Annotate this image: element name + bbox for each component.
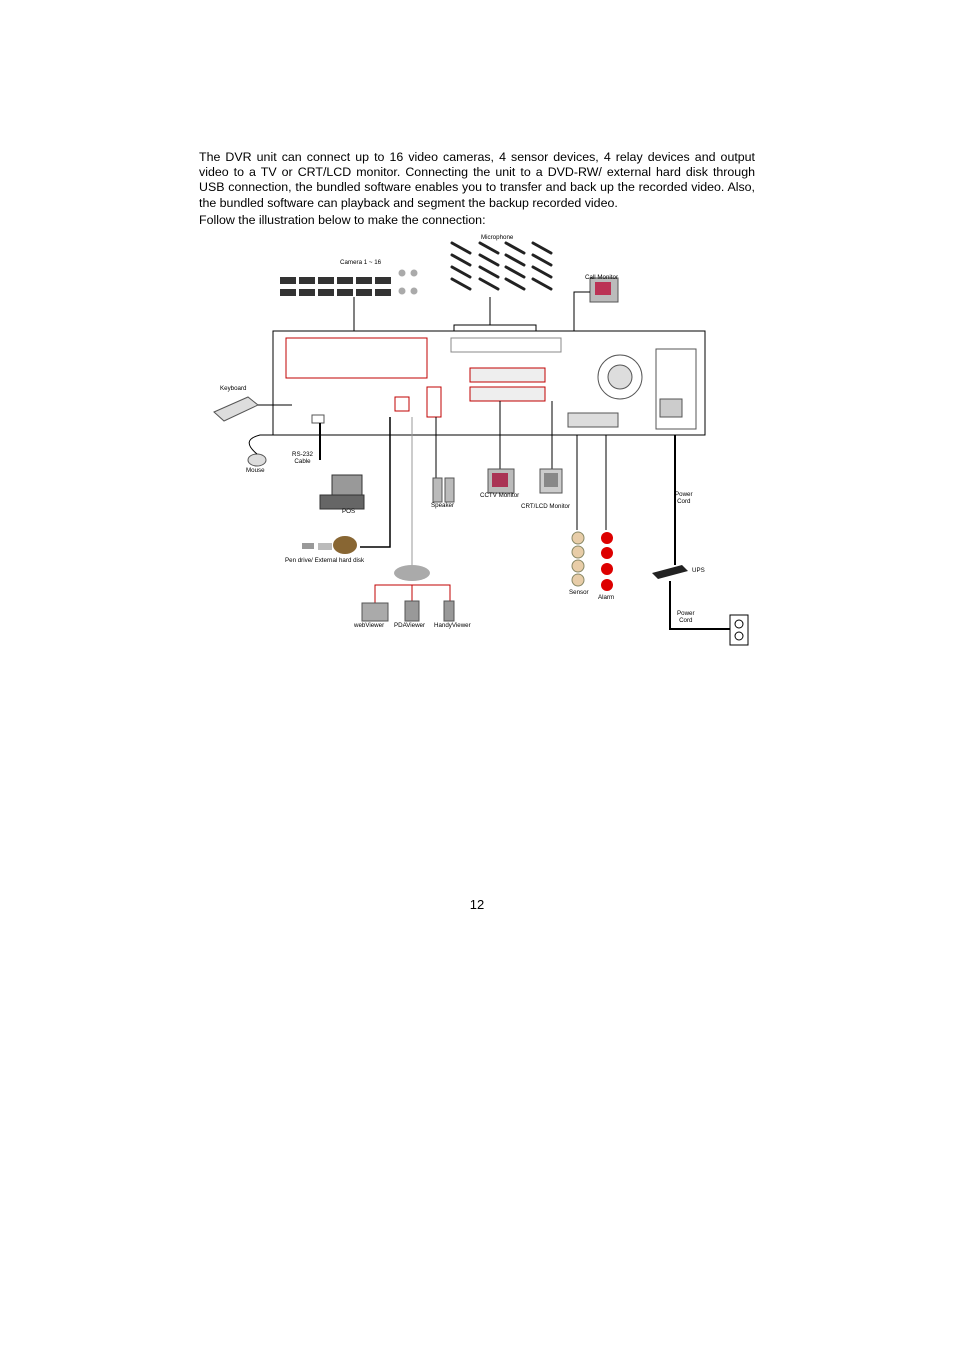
power-outlet-icon — [729, 614, 749, 646]
intro-paragraph: The DVR unit can connect up to 16 video … — [199, 150, 755, 210]
connection-diagram: Microphone Camera 1 ~ 16 Call Monitor Ke… — [200, 225, 760, 655]
ups-icon — [652, 565, 688, 579]
camera-icons — [280, 269, 418, 296]
dvr-back-panel — [272, 330, 706, 436]
page-number: 12 — [469, 897, 485, 912]
speaker-icon — [432, 477, 455, 503]
power-cord-label-2: Power Cord — [677, 610, 695, 624]
mouse-label: Mouse — [246, 467, 265, 474]
webviewer-label: webViewer — [354, 622, 385, 629]
speaker-label: Speaker — [431, 502, 455, 509]
call-monitor-label: Call Monitor — [585, 274, 619, 281]
keyboard-icon — [213, 396, 259, 422]
call-monitor-icon — [589, 277, 619, 303]
camera-label: Camera 1 ~ 16 — [340, 259, 382, 266]
pen-drive-icon — [302, 536, 357, 554]
keyboard-label: Keyboard — [220, 385, 247, 392]
pdaviewer-label: PDAViewer — [394, 622, 426, 629]
pos-label: POS — [342, 508, 356, 515]
pdaviewer-icon — [404, 600, 420, 622]
instruction-paragraph: Follow the illustration below to make th… — [199, 213, 486, 227]
sensor-icons — [571, 531, 585, 587]
cctv-monitor-icon — [487, 468, 515, 494]
alarm-icons — [601, 532, 613, 591]
webviewer-icon — [361, 602, 389, 622]
cctv-monitor-label: CCTV Monitor — [480, 492, 520, 499]
crt-lcd-monitor-label: CRT/LCD Monitor — [521, 503, 571, 510]
ups-label: UPS — [692, 567, 705, 574]
power-cord-label-1: Power Cord — [675, 491, 693, 505]
microphone-label: Microphone — [481, 234, 514, 241]
handyviewer-icon — [443, 600, 455, 622]
pos-icon — [319, 474, 365, 510]
microphone-icons — [450, 241, 553, 291]
handyviewer-label: HandyViewer — [434, 622, 471, 629]
sensor-label: Sensor — [569, 589, 589, 596]
rs232-label: RS-232 Cable — [292, 451, 313, 465]
cloud-icon — [394, 565, 430, 581]
connection-diagram-art — [213, 241, 749, 646]
pen-drive-label: Pen drive/ External hard disk — [285, 557, 365, 564]
mouse-icon — [247, 453, 267, 467]
alarm-label: Alarm — [598, 594, 615, 601]
crt-lcd-monitor-icon — [539, 468, 563, 494]
